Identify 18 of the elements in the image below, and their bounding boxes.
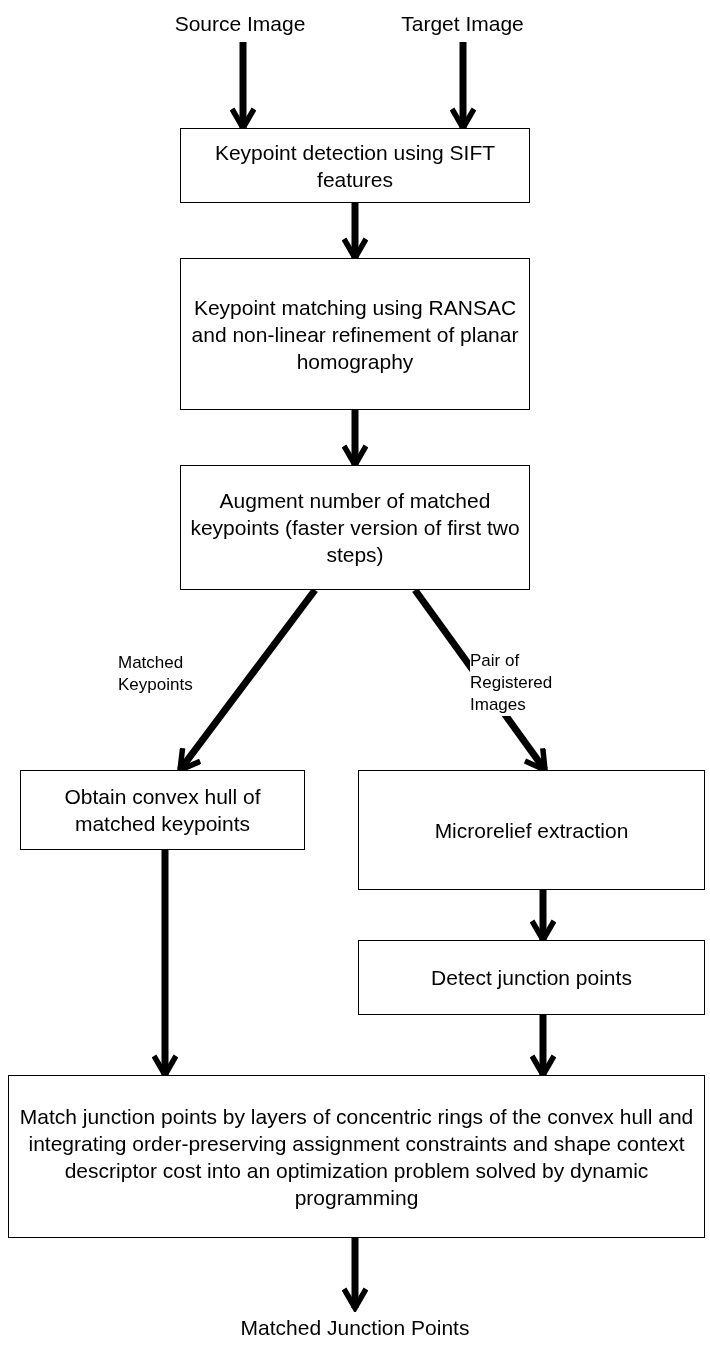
process-box xyxy=(180,465,530,590)
io-label: Source Image xyxy=(174,10,306,37)
box-text: Keypoint detection using SIFT features xyxy=(213,139,497,193)
io-label: Matched Junction Points xyxy=(240,1314,470,1341)
process-box xyxy=(20,770,305,850)
box-text: Detect junction points xyxy=(431,965,632,991)
process-box xyxy=(358,770,705,890)
process-box xyxy=(180,128,530,203)
box-text: Keypoint matching using RANSAC and non-linear refinement of planar homography xyxy=(190,294,520,375)
process-box xyxy=(180,258,530,410)
box-text: Obtain convex hull of matched keypoints xyxy=(63,784,262,837)
box-text: Match junction points by layers of concentric rings of the convex hull and integrating order-preserving assignment constraints and shape context descriptor cost into an optimization problem solved by dynamic programming xyxy=(18,1103,695,1211)
box-text: Microrelief extraction xyxy=(434,817,629,844)
process-box xyxy=(8,1075,705,1238)
box-text: Augment number of matched keypoints (faster version of first two steps) xyxy=(189,488,521,568)
arrow xyxy=(341,1238,369,1311)
io-label: Target Image xyxy=(401,10,524,37)
process-box xyxy=(358,940,705,1015)
